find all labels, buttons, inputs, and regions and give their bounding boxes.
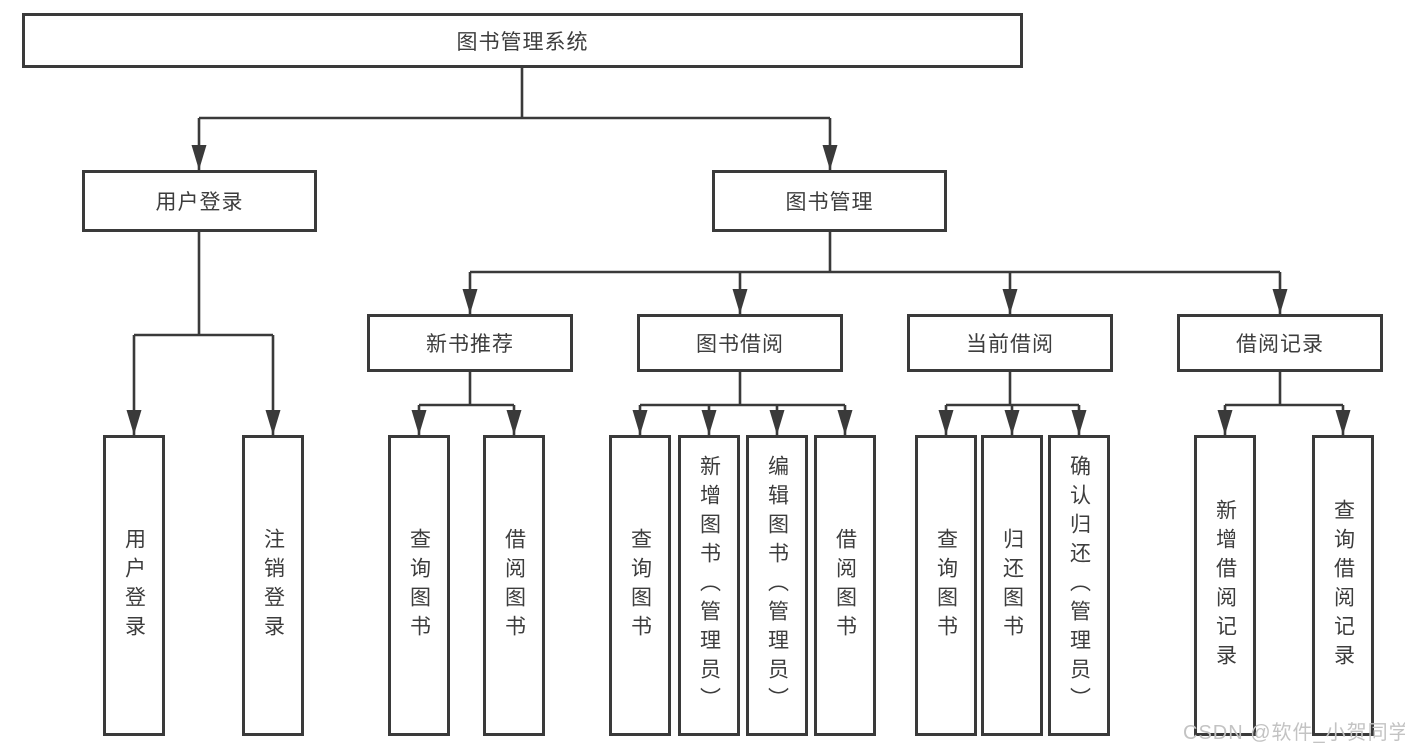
node-borrowing-records: 借阅记录 xyxy=(1177,314,1383,372)
leaf-logout-label: 注销登录 xyxy=(261,527,285,644)
leaf-current-query-books-label: 查询图书 xyxy=(934,527,958,644)
leaf-borrowing-borrow-books-label: 借阅图书 xyxy=(833,527,857,644)
leaf-records-add-record: 新增借阅记录 xyxy=(1194,435,1256,736)
leaf-borrowing-add-books-admin-label: 新增图书（管理员） xyxy=(697,455,721,716)
leaf-borrowing-borrow-books: 借阅图书 xyxy=(814,435,876,736)
leaf-newbooks-borrow-books: 借阅图书 xyxy=(483,435,545,736)
leaf-borrowing-query-books-label: 查询图书 xyxy=(628,527,652,644)
node-book-management: 图书管理 xyxy=(712,170,947,232)
leaf-user-login: 用户登录 xyxy=(103,435,165,736)
leaf-current-return-books-label: 归还图书 xyxy=(1000,527,1024,644)
node-library-management-system: 图书管理系统 xyxy=(22,13,1023,68)
leaf-user-login-label: 用户登录 xyxy=(122,527,146,644)
leaf-borrowing-query-books: 查询图书 xyxy=(609,435,671,736)
leaf-newbooks-query-books: 查询图书 xyxy=(388,435,450,736)
leaf-current-query-books: 查询图书 xyxy=(915,435,977,736)
leaf-current-confirm-return-admin: 确认归还（管理员） xyxy=(1048,435,1110,736)
leaf-borrowing-edit-books-admin: 编辑图书（管理员） xyxy=(746,435,808,736)
leaf-borrowing-add-books-admin: 新增图书（管理员） xyxy=(678,435,740,736)
node-user-login: 用户登录 xyxy=(82,170,317,232)
csdn-watermark: CSDN @软件_小贺同学 xyxy=(1183,722,1405,744)
leaf-newbooks-borrow-books-label: 借阅图书 xyxy=(502,527,526,644)
leaf-current-confirm-return-admin-label: 确认归还（管理员） xyxy=(1067,455,1091,716)
node-current-borrowing: 当前借阅 xyxy=(907,314,1113,372)
leaf-records-add-record-label: 新增借阅记录 xyxy=(1213,498,1237,673)
node-book-borrowing: 图书借阅 xyxy=(637,314,843,372)
leaf-newbooks-query-books-label: 查询图书 xyxy=(407,527,431,644)
leaf-logout: 注销登录 xyxy=(242,435,304,736)
leaf-current-return-books: 归还图书 xyxy=(981,435,1043,736)
node-new-book-recommendation: 新书推荐 xyxy=(367,314,573,372)
leaf-borrowing-edit-books-admin-label: 编辑图书（管理员） xyxy=(765,455,789,716)
leaf-records-query-record-label: 查询借阅记录 xyxy=(1331,498,1355,673)
leaf-records-query-record: 查询借阅记录 xyxy=(1312,435,1374,736)
